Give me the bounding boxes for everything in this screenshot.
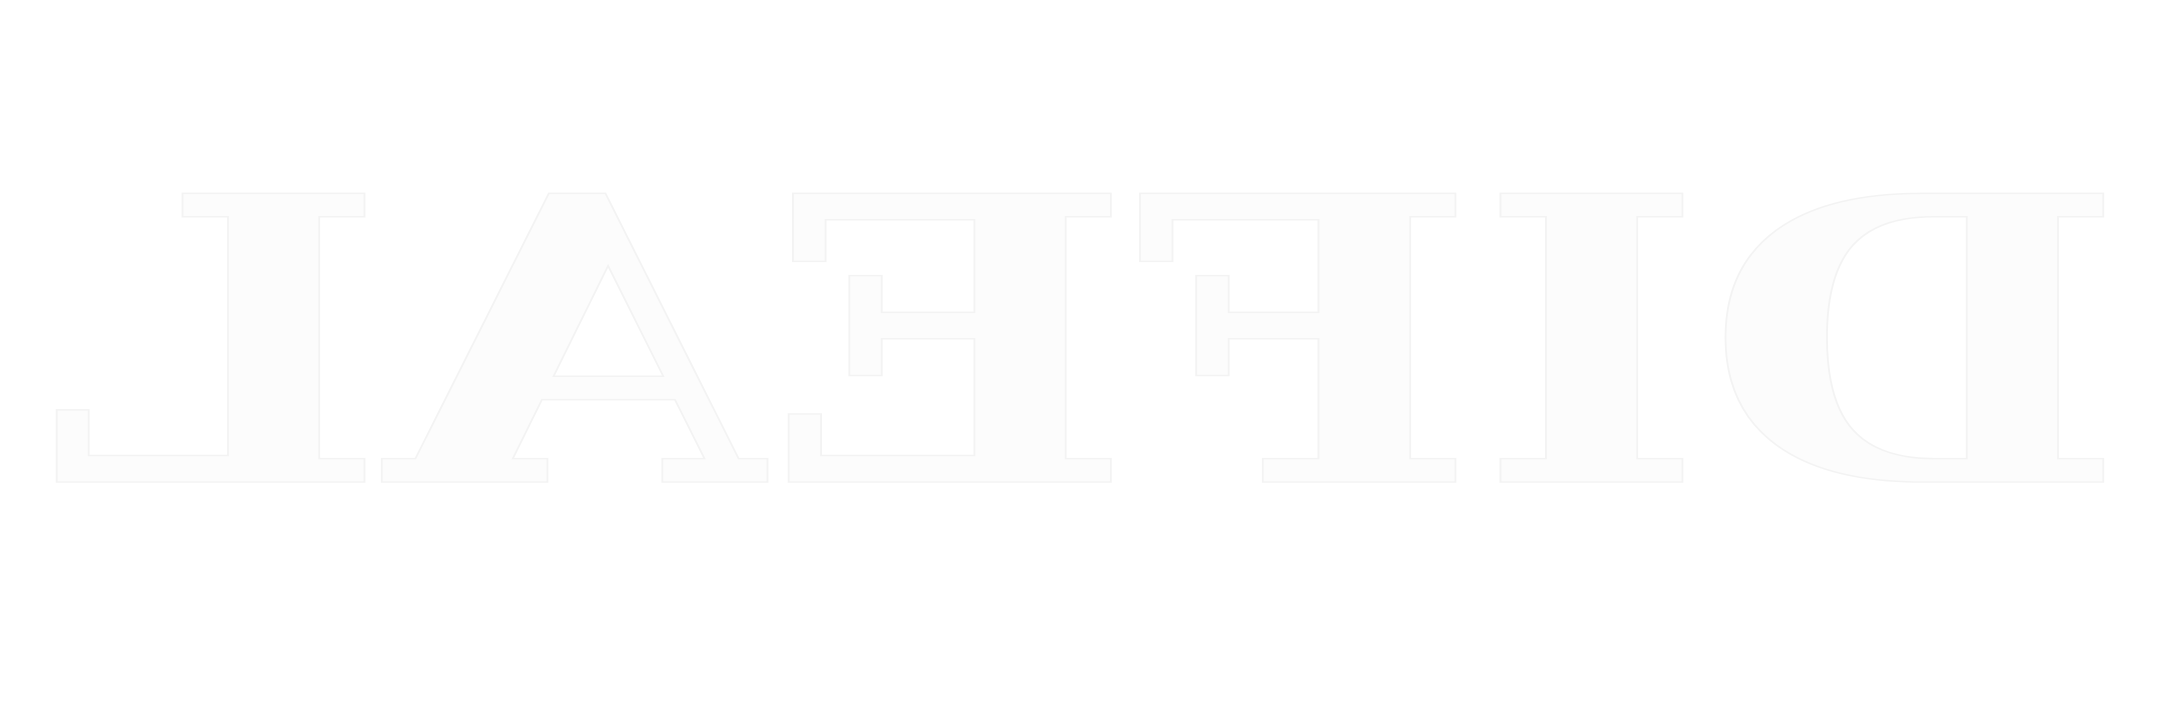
- logo-wordmark: DIFEAL: [45, 110, 2127, 577]
- logo-text: DIFEAL: [46, 111, 2126, 576]
